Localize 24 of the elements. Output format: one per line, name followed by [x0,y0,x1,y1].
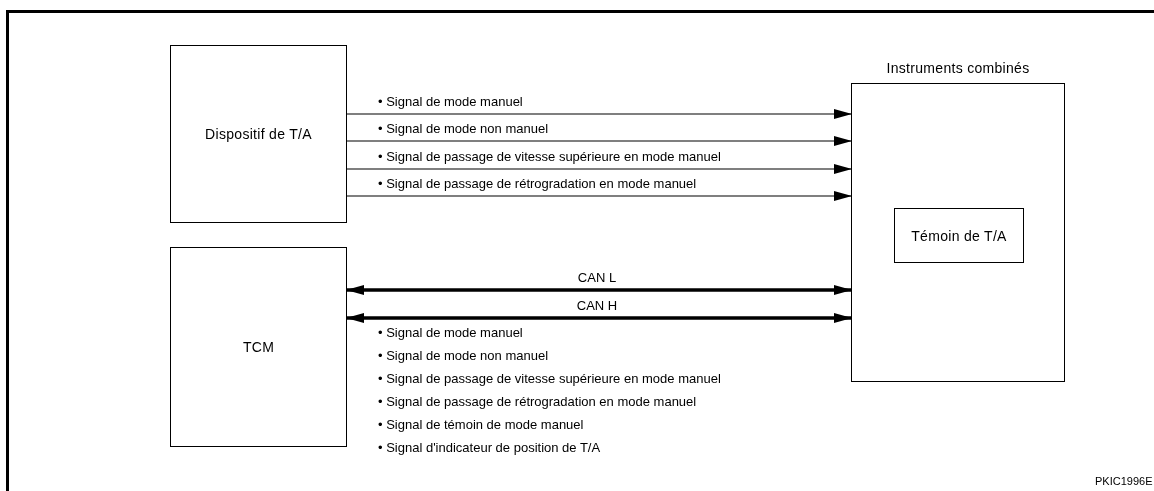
arrow [346,109,852,119]
signal-label: • Signal de mode non manuel [378,348,549,364]
signal-label: • Signal de témoin de mode manuel [378,417,584,433]
edge-label: • Signal de mode manuel [378,94,523,110]
module-label: Dispositif de T/A [205,126,312,142]
signal-label: • Signal de passage de vitesse supérieure en mode manuel [378,371,721,387]
module-label: Témoin de T/A [911,227,1007,244]
signal-label: • Signal de passage de rétrogradation en mode manuel [378,394,697,410]
edge-label: • Signal de passage de rétrogradation en mode manuel [378,176,697,192]
signal-label: • Signal de mode manuel [378,325,523,341]
figure-code: PKIC1996E [1095,474,1153,489]
module-box [170,247,347,447]
arrow [346,164,852,174]
arrow [346,313,852,323]
module-label: TCM [242,339,275,355]
module-heading: Instruments combinés [886,60,1030,76]
module-box [894,208,1024,263]
arrow [346,191,852,201]
signal-label: • Signal d'indicateur de position de T/A [378,440,601,456]
arrow [346,136,852,146]
arrow [346,285,852,295]
module-box [170,45,347,223]
edge-label: • Signal de passage de vitesse supérieure en mode manuel [378,149,721,165]
edge-label: • Signal de mode non manuel [378,121,549,137]
